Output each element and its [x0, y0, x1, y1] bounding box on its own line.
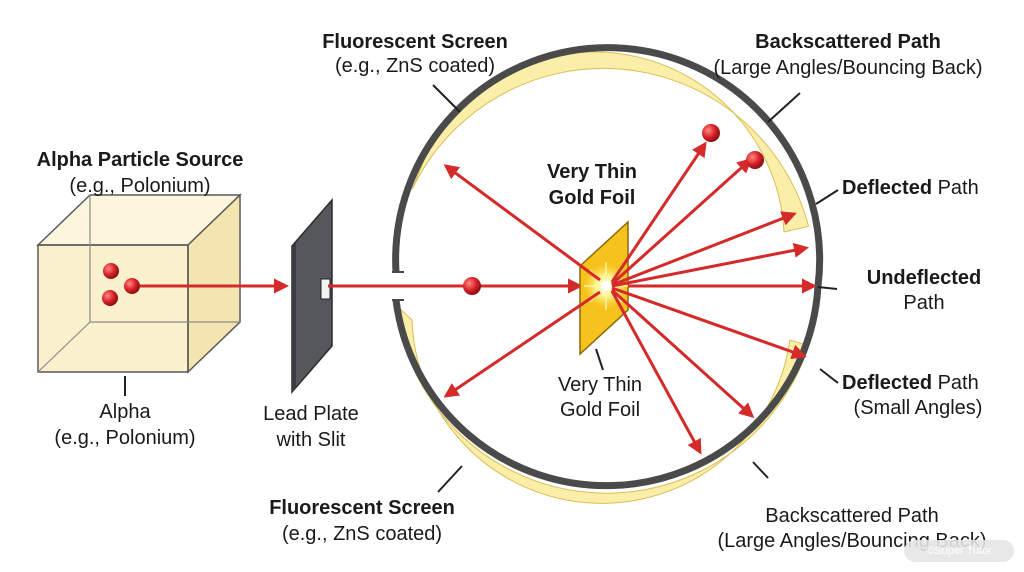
label-back-bottom-1: Backscattered Path: [765, 505, 938, 527]
label-screen-bottom-sub: (e.g., ZnS coated): [282, 523, 442, 545]
label-foil-bottom-1: Very Thin: [558, 374, 642, 396]
label-deflected-top: Deflected Path: [842, 177, 979, 199]
leader-lines: [124, 84, 839, 493]
deflected-path-up-1: [610, 141, 707, 283]
deflected-path-up-3: [611, 211, 797, 287]
gold-foil: [579, 220, 629, 356]
labels: Fluorescent Screen (e.g., ZnS coated) Ba…: [37, 31, 987, 552]
deflected-path-up-4: [611, 242, 809, 288]
label-back-top-title: Backscattered Path: [755, 31, 941, 53]
incoming-beam: [140, 277, 583, 295]
label-lead-2: with Slit: [276, 429, 346, 451]
label-source-sub: (e.g., Polonium): [69, 175, 210, 197]
label-source-title: Alpha Particle Source: [37, 149, 244, 171]
label-alpha-2: (e.g., Polonium): [54, 427, 195, 449]
label-foil-top-2: Gold Foil: [549, 187, 636, 209]
screen-ring-bottom: [392, 285, 822, 490]
label-foil-top-1: Very Thin: [547, 161, 637, 183]
alpha-particle-beam: [463, 277, 481, 295]
label-back-top-sub: (Large Angles/Bouncing Back): [713, 57, 982, 79]
deflected-path-down-2: [610, 288, 755, 419]
backscatter-path-lower-left: [443, 290, 601, 398]
deflected-path-up-2: [610, 157, 753, 286]
screen-ring-top: [392, 44, 824, 287]
watermark-badge: [904, 540, 1014, 562]
deflected-path-down-3: [610, 290, 702, 455]
label-screen-bottom-title: Fluorescent Screen: [269, 497, 455, 519]
watermark-text: ©Super Tutor: [926, 545, 992, 557]
backscatter-path-upper-left: [443, 164, 601, 282]
lead-plate-slit: [320, 278, 331, 300]
alpha-particle-1: [103, 263, 119, 279]
label-alpha-1: Alpha: [99, 401, 151, 423]
alpha-particle-3: [124, 278, 140, 294]
lead-plate: [291, 197, 333, 395]
label-screen-top-sub: (e.g., ZnS coated): [335, 55, 495, 77]
screen-coating-bottom: [395, 303, 810, 504]
fluorescent-screen: [392, 44, 824, 504]
label-screen-top-title: Fluorescent Screen: [322, 31, 508, 53]
deflected-path-down-1: [611, 286, 807, 360]
alpha-particle-backscatter-1: [702, 124, 720, 142]
label-foil-bottom-2: Gold Foil: [560, 399, 640, 421]
label-lead-1: Lead Plate: [263, 403, 359, 425]
alpha-particle-backscatter-2: [746, 151, 764, 169]
label-undeflected-1: Undeflected: [867, 267, 981, 289]
scattered-paths: [443, 141, 817, 455]
label-deflected-small: Deflected Path: [842, 372, 979, 394]
alpha-particle-2: [102, 290, 118, 306]
label-deflected-small-sub: (Small Angles): [854, 397, 983, 419]
label-undeflected-2: Path: [903, 292, 944, 314]
